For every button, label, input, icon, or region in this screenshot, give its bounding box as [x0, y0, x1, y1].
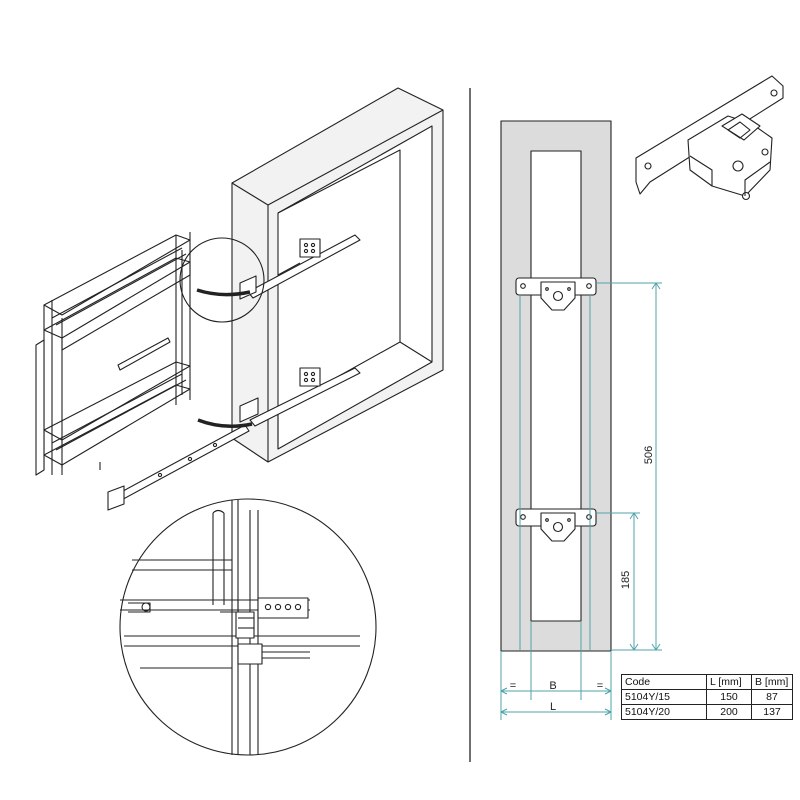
dimension-lines [500, 282, 662, 720]
table-row: 5104Y/15 150 87 [621, 689, 793, 705]
dimension-185: 185 [620, 571, 632, 589]
table-cell-l: 150 [706, 689, 752, 705]
dimension-l: L [550, 701, 556, 713]
bracket-3d-view [635, 75, 784, 201]
table-header-row: Code L [mm] B [mm] [621, 674, 793, 690]
dimension-b: B [549, 680, 556, 692]
dimension-equal-left: = [510, 680, 516, 692]
table-row: 5104Y/20 200 137 [621, 704, 793, 720]
detail-circle-large [119, 498, 377, 756]
bracket-lower [515, 508, 597, 542]
table-cell-l: 200 [706, 704, 752, 720]
table-cell-code: 5104Y/15 [621, 689, 707, 705]
size-table: Code L [mm] B [mm] 5104Y/15 150 87 5104Y… [621, 674, 793, 720]
dimension-equal-right: = [597, 680, 603, 692]
rail-lower [107, 367, 361, 511]
table-cell-b: 87 [751, 689, 793, 705]
detail-circle-small [179, 237, 265, 323]
table-header-b: B [mm] [751, 674, 793, 690]
table-cell-b: 137 [751, 704, 793, 720]
table-header-l: L [mm] [706, 674, 752, 690]
pull-out-basket [35, 232, 253, 476]
bracket-upper [515, 277, 597, 311]
vertical-profile [500, 120, 612, 652]
table-cell-code: 5104Y/20 [621, 704, 707, 720]
table-header-code: Code [621, 674, 707, 690]
dimension-506: 506 [643, 446, 655, 464]
